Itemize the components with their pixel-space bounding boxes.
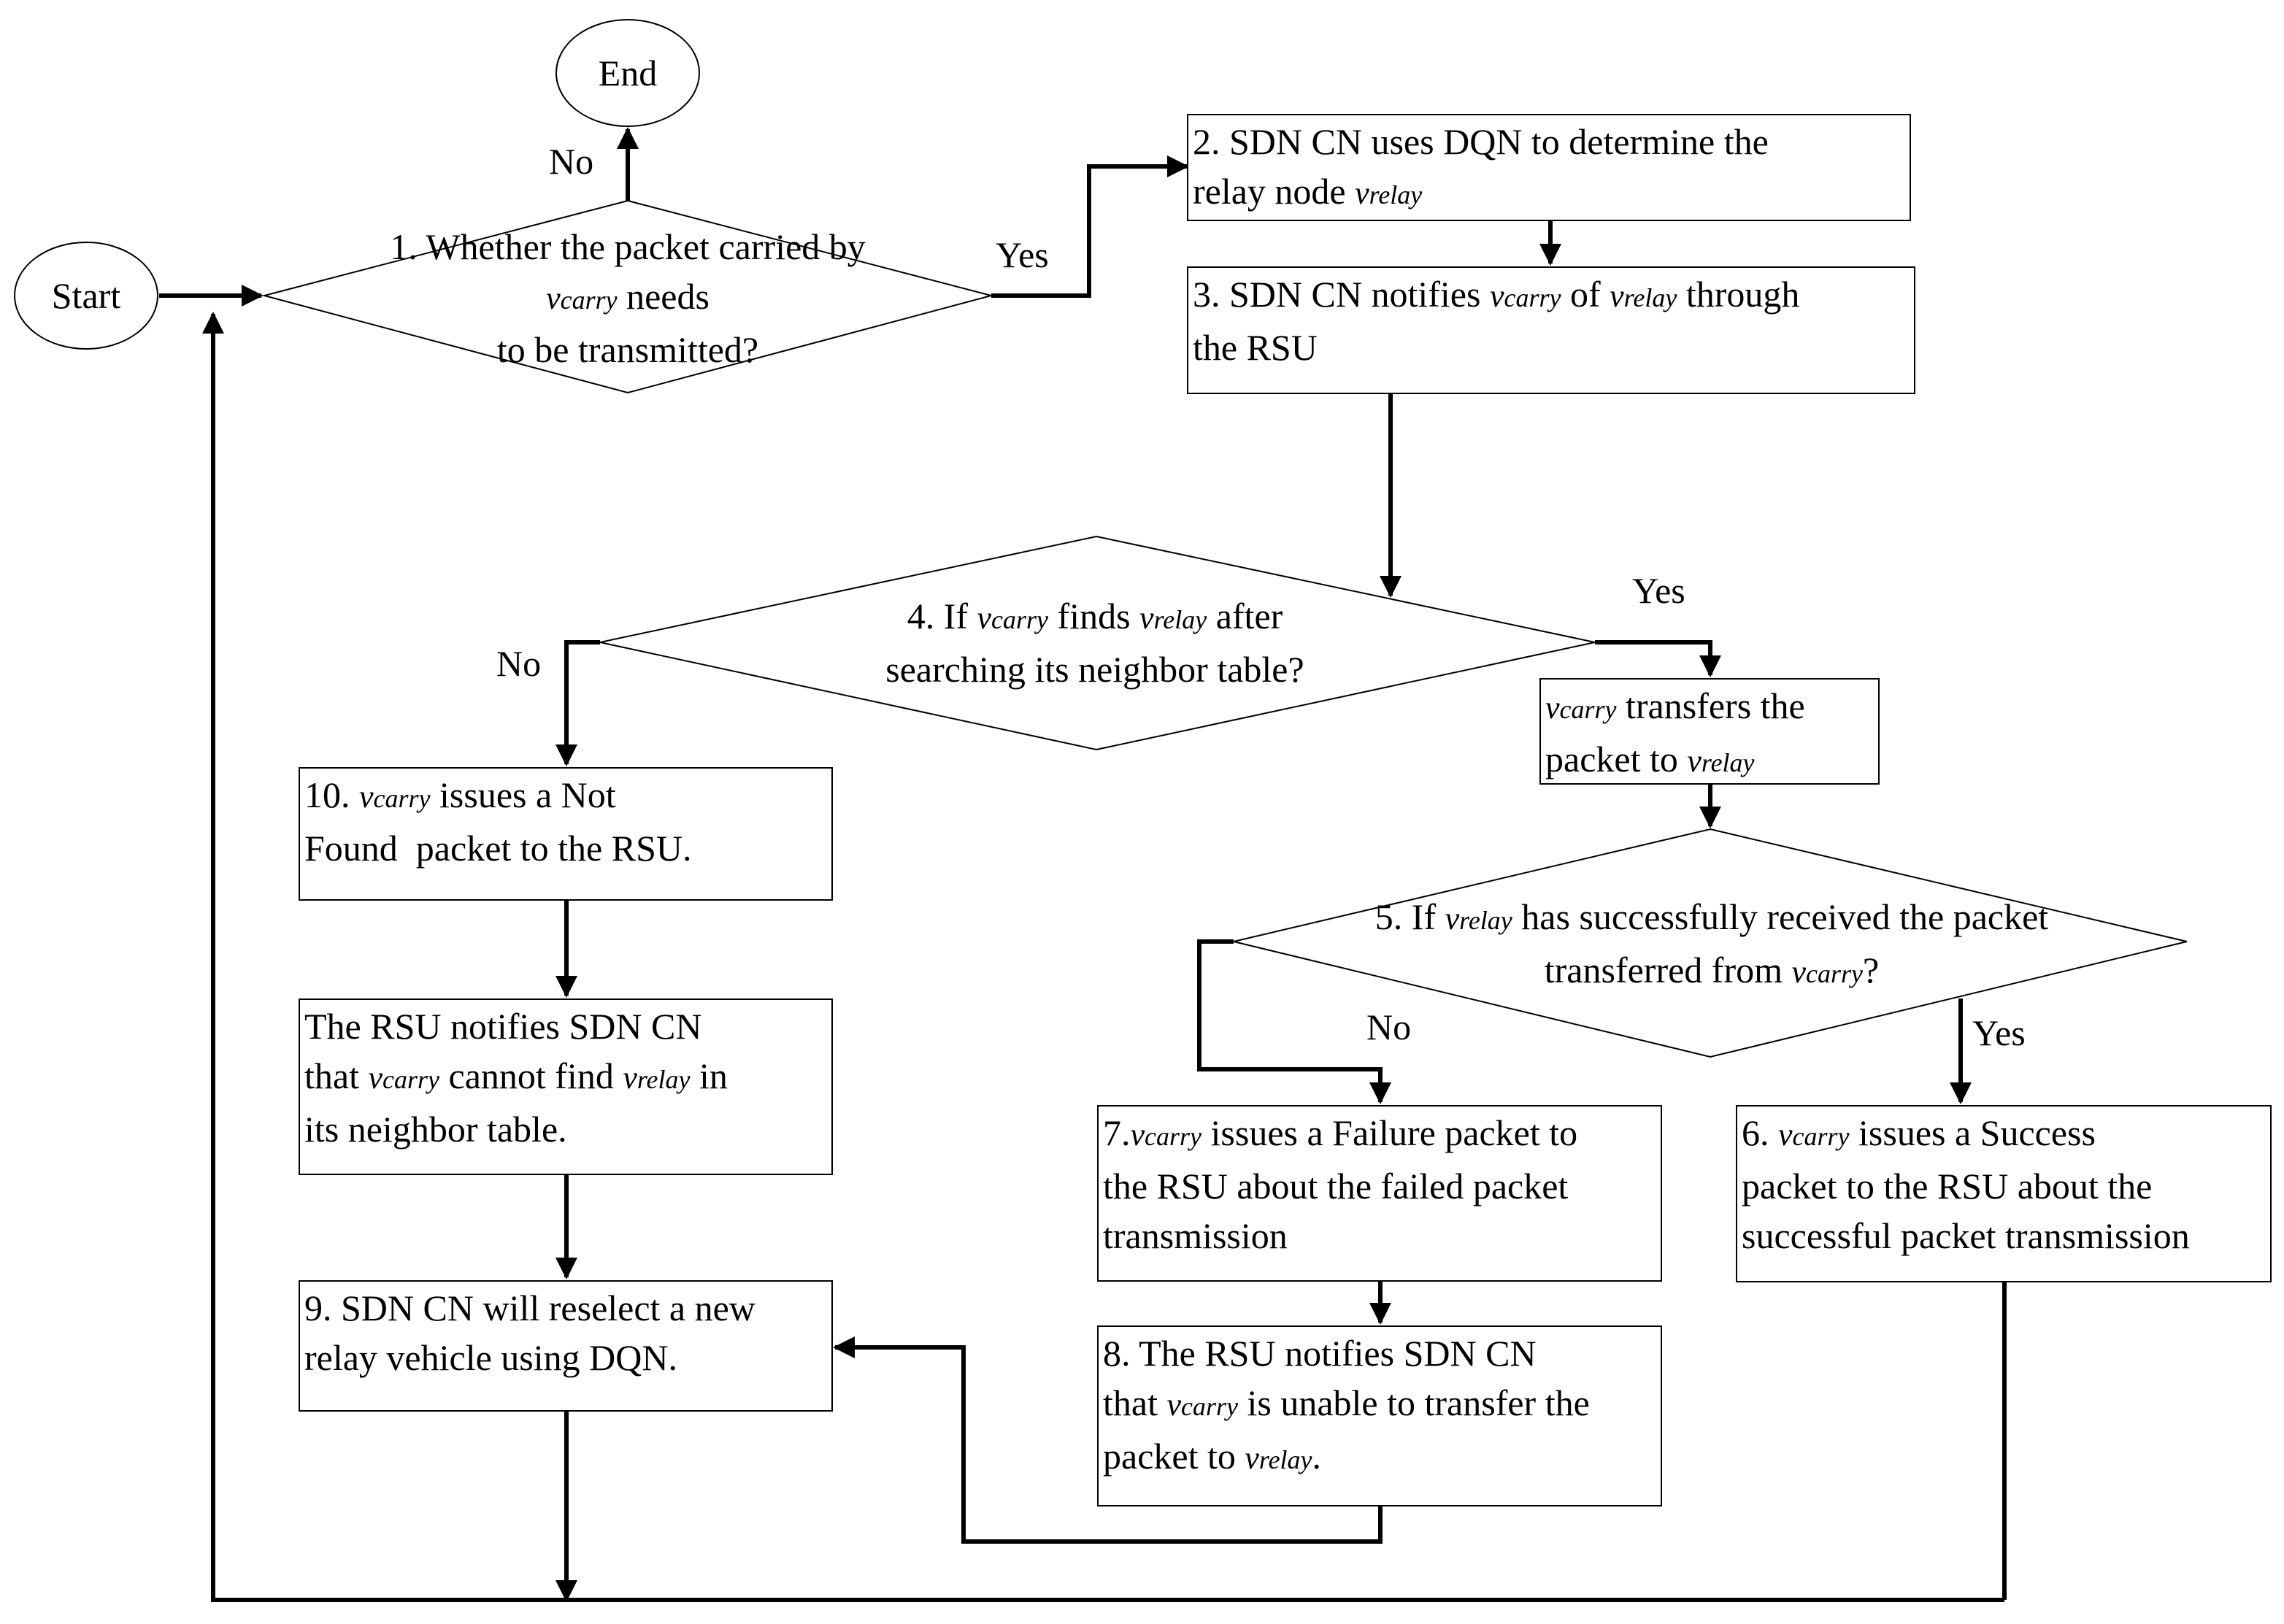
decision-4-shape	[599, 535, 1596, 751]
var-carry: vcarry	[977, 600, 1049, 636]
end-label: End	[598, 53, 658, 93]
box-10-line2: Found packet to the RSU.	[304, 828, 692, 869]
var-relay: vrelay	[1139, 600, 1207, 636]
box-7-failure: 7.vcarry issues a Failure packet to the …	[1097, 1105, 1662, 1282]
var-relay: vrelay	[1245, 1440, 1312, 1476]
var-carry: vcarry	[1130, 1117, 1202, 1152]
box-2-dqn-relay: 2. SDN CN uses DQN to determine the rela…	[1187, 114, 1911, 221]
var-relay: vrelay	[1687, 743, 1755, 779]
decision-1-line1: 1. Whether the packet carried by	[390, 226, 866, 267]
box-8-rsu-unable: 8. The RSU notifies SDN CN that vcarry i…	[1097, 1325, 1662, 1506]
var-carry: vcarry	[1791, 954, 1864, 990]
decision-1-shape	[261, 199, 994, 394]
var-relay: vrelay	[623, 1060, 691, 1096]
label-yes-d4: Yes	[1632, 570, 1685, 611]
box-rsu-notify-not-found: The RSU notifies SDN CN that vcarry cann…	[299, 998, 833, 1175]
start-label: Start	[51, 275, 121, 316]
box-rsu-notify-line1: The RSU notifies SDN CN	[304, 1006, 702, 1047]
label-yes-d1: Yes	[996, 234, 1049, 275]
box-7-line3: transmission	[1103, 1215, 1288, 1256]
decision-1-text: 1. Whether the packet carried by vcarry …	[307, 222, 949, 374]
box-6-line3: successful packet transmission	[1742, 1215, 2190, 1256]
decision-4-line2: searching its neighbor table?	[885, 649, 1304, 690]
box-6-success: 6. vcarry issues a Success packet to the…	[1736, 1105, 2272, 1282]
var-relay: vrelay	[1610, 278, 1677, 314]
box-2-line1: 2. SDN CN uses DQN to determine the	[1193, 121, 1769, 162]
var-carry: vcarry	[368, 1060, 439, 1096]
label-yes-d5: Yes	[1972, 1012, 2026, 1053]
var-carry: vcarry	[1166, 1387, 1238, 1423]
box-3-line2: the RSU	[1193, 327, 1318, 368]
box-10-not-found: 10. vcarry issues a Not Found packet to …	[299, 767, 833, 901]
box-10-line1: 10. vcarry issues a Not	[304, 774, 616, 815]
decision-5-line1: 5. If vrelay has successfully received t…	[1374, 896, 2049, 937]
var-relay: vrelay	[1355, 175, 1423, 211]
box-transfer-line1: vcarry transfers the	[1545, 685, 1805, 726]
decision-4-text: 4. If vcarry finds vrelay after searchin…	[730, 591, 1460, 694]
decision-1-line3: to be transmitted?	[496, 329, 759, 370]
box-2-line2: relay node vrelay	[1193, 171, 1423, 212]
box-3-line1: 3. SDN CN notifies vcarry of vrelay thro…	[1193, 274, 1800, 315]
box-7-line1: 7.vcarry issues a Failure packet to	[1103, 1112, 1578, 1153]
loop-return-line	[202, 312, 2004, 1602]
decision-4-line1: 4. If vcarry finds vrelay after	[907, 596, 1283, 636]
arrow-d1-yes-b2	[991, 155, 1189, 298]
box-7-line2: the RSU about the failed packet	[1103, 1166, 1569, 1207]
box-6-line2: packet to the RSU about the	[1742, 1166, 2153, 1207]
var-carry: vcarry	[1545, 690, 1617, 726]
decision-5-line2: transferred from vcarry?	[1544, 950, 1880, 990]
box-6-line1: 6. vcarry issues a Success	[1742, 1112, 2096, 1153]
arrow-d4-yes-transfer	[1595, 640, 1721, 677]
arrow-b8-b9	[833, 1336, 1383, 1544]
end-terminal-shape	[555, 19, 700, 127]
box-9-reselect: 9. SDN CN will reselect a new relay vehi…	[299, 1280, 833, 1412]
box-transfer: vcarry transfers the packet to vrelay	[1539, 678, 1880, 785]
box-8-line1: 8. The RSU notifies SDN CN	[1103, 1333, 1537, 1374]
var-carry: vcarry	[546, 280, 618, 316]
box-9-line2: relay vehicle using DQN.	[304, 1337, 677, 1378]
decision-1-line2: vcarry needs	[546, 276, 710, 317]
label-no-d1: No	[549, 141, 594, 182]
label-no-d5: No	[1366, 1007, 1412, 1047]
box-9-line1: 9. SDN CN will reselect a new	[304, 1288, 755, 1328]
box-transfer-line2: packet to vrelay	[1545, 739, 1755, 780]
label-no-d4: No	[496, 643, 542, 684]
var-carry: vcarry	[1778, 1117, 1850, 1152]
box-rsu-notify-line2: that vcarry cannot find vrelay in	[304, 1055, 728, 1096]
box-8-line2: that vcarry is unable to transfer the	[1103, 1382, 1590, 1423]
box-3-notify: 3. SDN CN notifies vcarry of vrelay thro…	[1187, 266, 1915, 394]
decision-5-text: 5. If vrelay has successfully received t…	[1270, 892, 2153, 998]
box-8-line3: packet to vrelay.	[1103, 1436, 1322, 1477]
arrow-d4-no-b10	[555, 640, 600, 766]
var-carry: vcarry	[1489, 278, 1561, 314]
box-rsu-notify-line3: its neighbor table.	[304, 1109, 567, 1150]
arrow-d5-no-b7	[1197, 939, 1391, 1104]
var-relay: vrelay	[1445, 901, 1512, 936]
var-carry: vcarry	[359, 779, 431, 815]
start-terminal-shape	[14, 242, 158, 350]
decision-5-shape	[1233, 828, 2188, 1058]
